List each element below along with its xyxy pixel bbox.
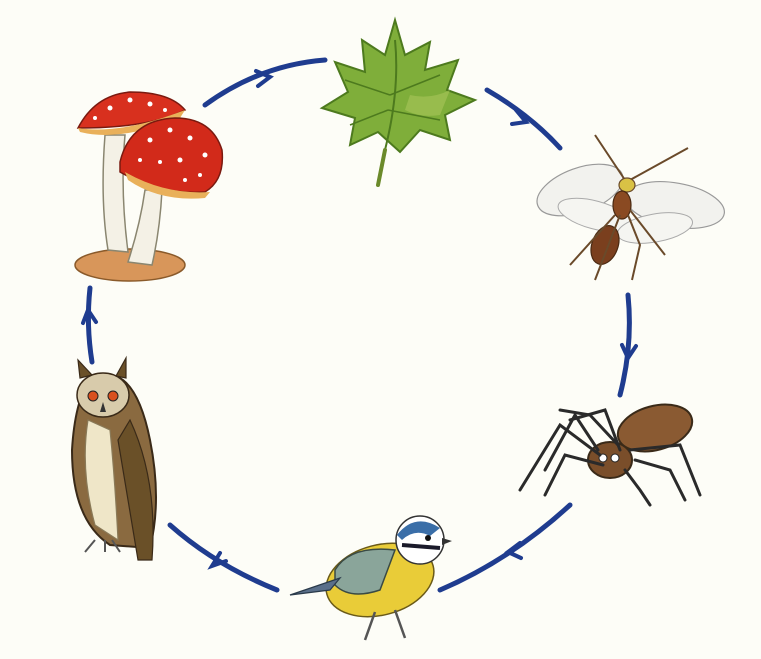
blue-tit-bird-icon bbox=[290, 516, 452, 640]
winged-insect-icon bbox=[530, 135, 728, 280]
arrow-owl-to-mushrooms bbox=[88, 288, 92, 362]
spider-icon bbox=[520, 397, 700, 505]
maple-leaf-icon bbox=[322, 20, 475, 185]
owl-icon bbox=[72, 358, 156, 560]
arrow-bird-to-owl bbox=[170, 525, 277, 590]
fly-agaric-mushroom-icon bbox=[75, 92, 222, 281]
arrow-spider-to-bird bbox=[440, 505, 570, 590]
